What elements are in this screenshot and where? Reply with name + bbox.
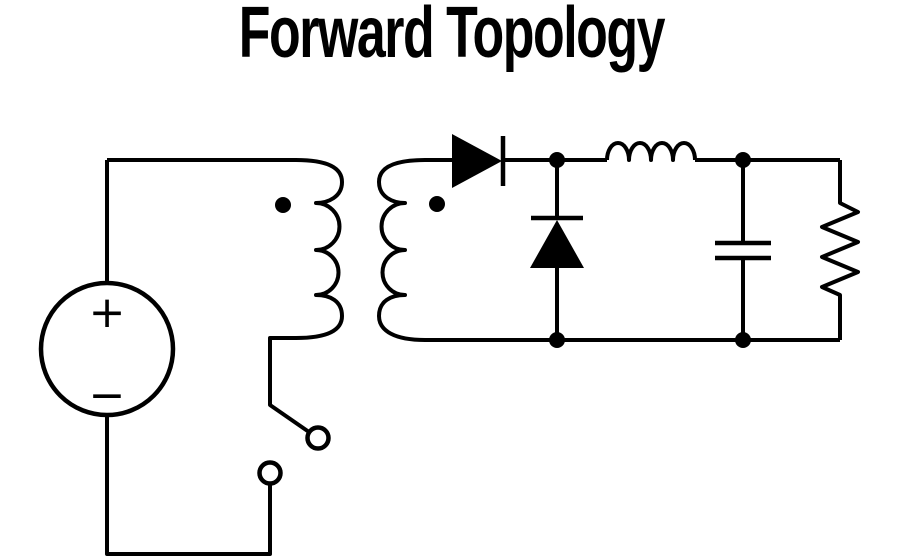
switch-terminal-top bbox=[305, 425, 331, 451]
secondary-polarity-dot bbox=[429, 196, 445, 212]
transformer bbox=[107, 158, 840, 434]
forward-rectifier-diode bbox=[452, 134, 607, 188]
junction-dot-top-right bbox=[735, 152, 751, 168]
junction-dot-bottom-left bbox=[549, 332, 565, 348]
source-bottom-wire bbox=[105, 415, 272, 556]
source-minus-label: − bbox=[89, 370, 126, 421]
transformer-primary-winding bbox=[107, 158, 344, 434]
inductor-coil bbox=[605, 141, 697, 162]
primary-side-switch bbox=[257, 425, 331, 486]
dc-voltage-source: + − bbox=[38, 160, 272, 556]
freewheel-diode-triangle bbox=[530, 220, 584, 268]
junction-dots bbox=[549, 152, 751, 348]
switch-terminal-bottom bbox=[257, 460, 283, 486]
load-resistor bbox=[820, 160, 860, 340]
transformer-secondary-winding bbox=[377, 158, 840, 342]
resistor-zigzag bbox=[820, 160, 860, 340]
output-inductor bbox=[605, 141, 840, 162]
freewheeling-diode bbox=[530, 160, 584, 340]
output-capacitor bbox=[715, 160, 771, 340]
source-plus-label: + bbox=[89, 287, 126, 338]
junction-dot-bottom-right bbox=[735, 332, 751, 348]
primary-polarity-dot bbox=[275, 197, 291, 213]
diagram-title: Forward Topology bbox=[238, 0, 666, 73]
junction-dot-top-left bbox=[549, 152, 565, 168]
forward-diode-triangle bbox=[452, 134, 502, 188]
